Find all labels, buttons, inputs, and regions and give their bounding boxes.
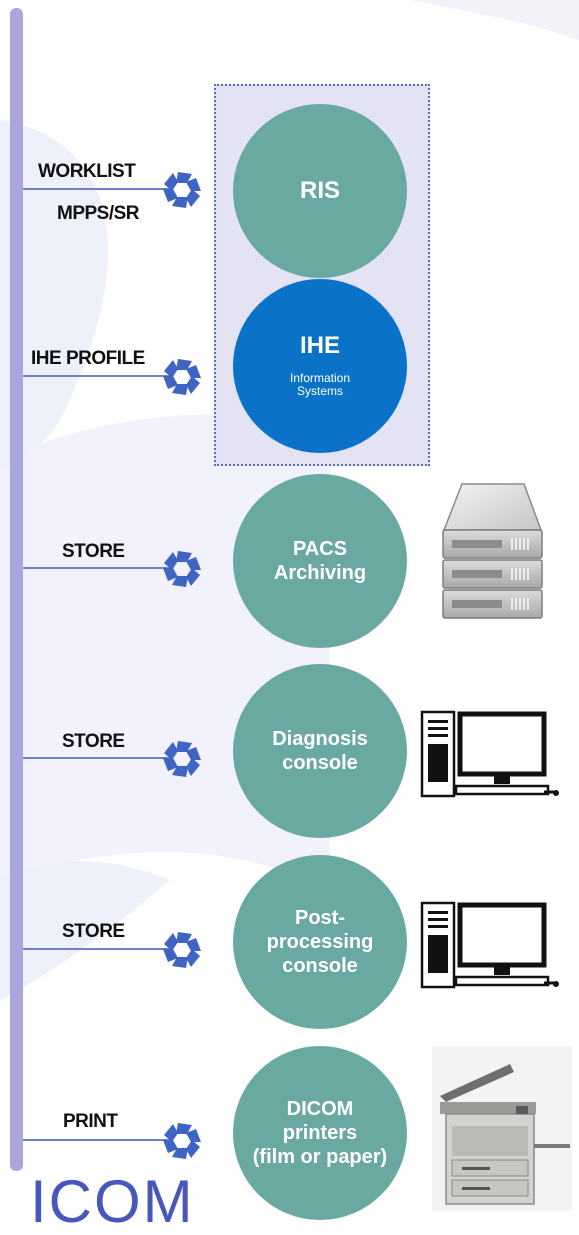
aperture-icon: [163, 551, 201, 587]
connection-label: STORE: [62, 731, 125, 752]
node-title: PACS Archiving: [273, 538, 367, 584]
node-subtitle: Information Systems: [289, 371, 351, 398]
server-icon: [442, 483, 543, 619]
node-title: DICOM printers (film or paper): [252, 1098, 388, 1168]
connector-line-diagnosis: [23, 757, 171, 759]
node-title: RIS: [299, 177, 340, 204]
node-postprocessing-console: Post- processing console: [233, 855, 407, 1029]
connection-label: STORE: [62, 921, 125, 942]
node-title: Diagnosis console: [272, 728, 368, 774]
connector-line-ihe: [23, 375, 171, 377]
connection-label: STORE: [62, 541, 125, 562]
connector-line-print: [23, 1139, 171, 1141]
connection-label: IHE PROFILE: [31, 348, 145, 369]
node-pacs: PACS Archiving: [233, 474, 407, 648]
aperture-icon: [163, 932, 201, 968]
connection-label: WORKLIST: [38, 161, 136, 182]
node-ihe: IHE Information Systems: [233, 279, 407, 453]
aperture-icon: [163, 359, 201, 395]
connector-line-pacs: [23, 567, 171, 569]
node-dicom-printers: DICOM printers (film or paper): [233, 1046, 407, 1220]
node-diagnosis-console: Diagnosis console: [233, 664, 407, 838]
computer-icon: [420, 901, 559, 989]
aperture-icon: [163, 1123, 201, 1159]
aperture-icon: [163, 172, 201, 208]
node-title: IHE: [299, 332, 340, 359]
aperture-icon: [163, 741, 201, 777]
network-bus: [10, 8, 23, 1171]
printer-icon: [432, 1046, 572, 1211]
node-ris: RIS: [233, 104, 407, 278]
connector-line-ris: [23, 188, 171, 190]
computer-icon: [420, 710, 559, 798]
connector-line-postprocessing: [23, 948, 171, 950]
footer-text: ICOM: [30, 1168, 195, 1235]
connection-label: MPPS/SR: [57, 203, 140, 224]
node-title: Post- processing console: [266, 907, 374, 977]
connection-label: PRINT: [63, 1111, 118, 1132]
